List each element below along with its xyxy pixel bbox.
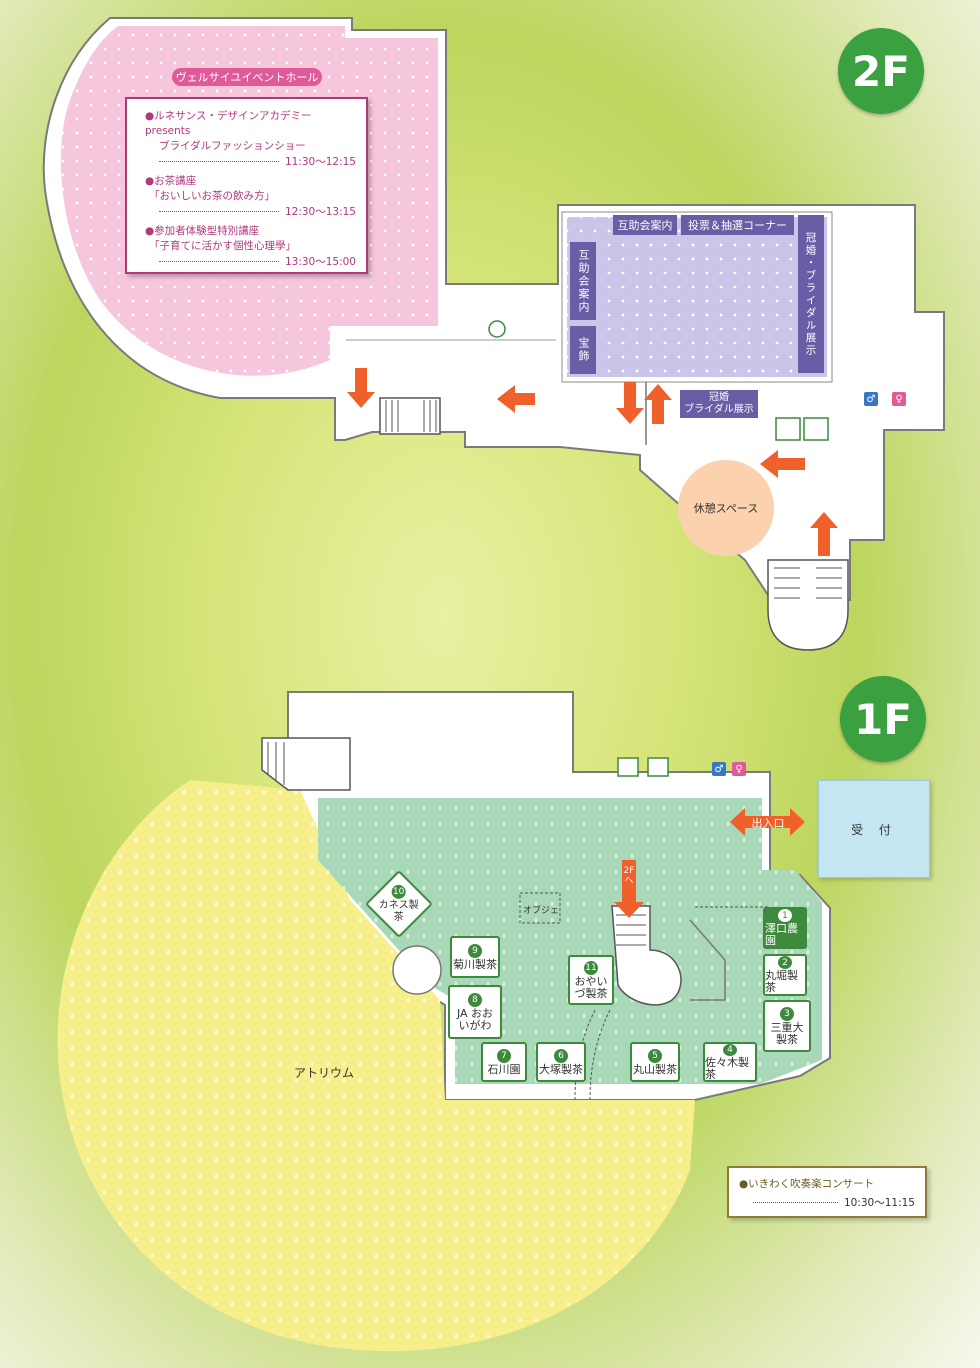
market-area <box>318 798 822 1084</box>
atrium-pillar <box>392 945 442 995</box>
wedding-bridal-display: 冠婚・ブライダル展示 <box>798 215 824 373</box>
stall-9: 9 菊川製茶 <box>450 936 500 978</box>
stall-number: 7 <box>497 1048 511 1063</box>
objet-box <box>519 892 561 924</box>
stairs-center <box>611 905 682 1006</box>
elevator-icon <box>803 417 829 441</box>
event-name: ●ルネサンス・デザインアカデミー presents <box>145 110 312 137</box>
bridal-exhibit-line2: ブライダル展示 <box>684 404 754 415</box>
stall-name: 澤口農園 <box>765 922 798 947</box>
stall-11: 11 おやいづ製茶 <box>568 955 614 1005</box>
stall-2: 2 丸堀製茶 <box>763 954 807 996</box>
womens-toilet-icon: ♀ <box>732 762 746 776</box>
stall-name: 佐々木製茶 <box>705 1055 749 1081</box>
objet-label: オブジェ <box>522 906 559 916</box>
stall-7: 7 石川園 <box>481 1042 527 1082</box>
mens-toilet-icon: ♂ <box>712 762 726 776</box>
event-item: ●参加者体験型特別講座 「子育てに活かす個性心理學」 13:30～15:00 <box>145 224 356 269</box>
stall-name: 丸山製茶 <box>633 1062 677 1076</box>
vote-lottery-corner: 投票＆抽選コーナー <box>681 215 794 235</box>
event-item: ●お茶講座 「おいしいお茶の飲み方」 12:30～13:15 <box>145 174 356 219</box>
elevator-icon <box>775 417 801 441</box>
stall-number: 3 <box>780 1006 794 1021</box>
stall-name: 菊川製茶 <box>453 957 497 971</box>
bridal-exhibit-box: 冠婚 ブライダル展示 <box>680 390 758 418</box>
event-time: 13:30～15:00 <box>284 256 356 268</box>
concert-title: ●いきわく吹奏楽コンサート <box>739 1178 875 1190</box>
elevator-icon <box>617 757 639 777</box>
stall-name: 三重大製茶 <box>770 1020 804 1046</box>
rest-space-label: 休憩スペース <box>693 502 759 515</box>
tea-cup-icon <box>488 320 506 338</box>
event-time: 11:30～12:15 <box>284 156 356 168</box>
event-schedule-box: ●ルネサンス・デザインアカデミー presents ブライダルファッションショー… <box>125 97 368 274</box>
womens-toilet-icon: ♀ <box>892 392 906 406</box>
concert-time: 10:30～11:15 <box>843 1197 915 1209</box>
stall-number: 1 <box>778 909 792 922</box>
mens-toilet-icon: ♂ <box>864 392 878 406</box>
event-name: ●参加者体験型特別講座 <box>145 225 260 237</box>
stall-name: JA おおいがわ <box>456 1006 494 1032</box>
stall-number: 4 <box>723 1043 737 1056</box>
entrance-label: 出入口 <box>751 817 785 830</box>
rest-space-circle <box>678 460 774 556</box>
stall-number: 8 <box>468 992 482 1007</box>
event-item: ●ルネサンス・デザインアカデミー presents ブライダルファッションショー… <box>145 109 356 169</box>
stall-number: 5 <box>648 1048 662 1063</box>
stall-8: 8 JA おおいがわ <box>448 985 502 1039</box>
stall-number: 9 <box>468 943 482 958</box>
stall-name: 大塚製茶 <box>539 1062 583 1076</box>
atrium-label: アトリウム <box>294 1066 355 1080</box>
stall-4: 4 佐々木製茶 <box>703 1042 757 1082</box>
atrium-area <box>57 780 695 1352</box>
stairs-lower-left <box>261 737 351 791</box>
stall-number: 10 <box>392 884 406 899</box>
stall-name: カネス製茶 <box>379 899 419 923</box>
stall-name: おやいづ製茶 <box>574 974 608 1000</box>
lounge-area <box>567 217 827 377</box>
event-name: ●お茶講座 <box>145 175 197 187</box>
event-time: 12:30～13:15 <box>284 206 356 218</box>
reception-desk: 受 付 <box>818 780 930 878</box>
event-subtitle: 「子育てに活かす個性心理學」 <box>149 240 296 252</box>
event-subtitle: ブライダルファッションショー <box>159 140 306 152</box>
bridal-exhibit-line1: 冠婚 <box>709 392 729 403</box>
elevator-icon <box>647 757 669 777</box>
stall-number: 6 <box>554 1048 568 1063</box>
stall-3: 3 三重大製茶 <box>763 1000 811 1052</box>
event-subtitle: 「おいしいお茶の飲み方」 <box>149 190 275 202</box>
stairs-upper-right <box>767 559 849 651</box>
mutual-aid-info-top: 互助会案内 <box>613 215 677 235</box>
stall-1: 1 澤口農園 <box>763 907 807 949</box>
stall-6: 6 大塚製茶 <box>536 1042 586 1082</box>
stairs-upper-left <box>379 397 441 435</box>
stall-name: 石川園 <box>487 1062 521 1076</box>
stall-number: 11 <box>584 960 598 975</box>
stall-name: 丸堀製茶 <box>765 969 798 994</box>
floor-badge-1f: 1F <box>840 676 926 762</box>
mutual-aid-info-left: 互助会案内 <box>570 242 596 320</box>
event-hall-title: ヴェルサイユイベントホール <box>172 68 322 86</box>
direction-arrows <box>347 368 838 918</box>
concert-info-box: ●いきわく吹奏楽コンサート 10:30～11:15 <box>727 1166 927 1218</box>
stall-number: 2 <box>778 956 792 969</box>
floor-badge-2f: 2F <box>838 28 924 114</box>
jewelry-counter: 宝飾 <box>570 326 596 374</box>
to-upper-floor-label: 2F へ <box>623 866 635 886</box>
stall-5: 5 丸山製茶 <box>630 1042 680 1082</box>
